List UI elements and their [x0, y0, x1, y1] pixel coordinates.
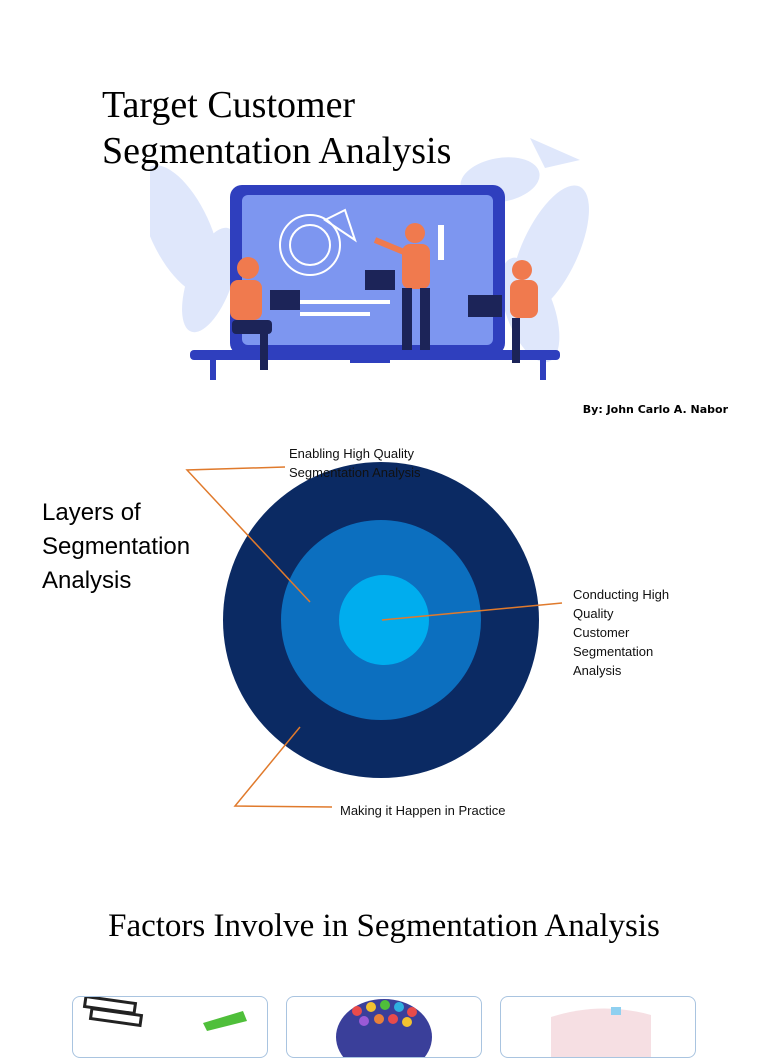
map-icon — [551, 1007, 651, 1057]
callout-outer-layer: Making it Happen in Practice — [340, 803, 506, 818]
team-analytics-illustration — [150, 138, 589, 380]
layers-heading: Layers of Segmentation Analysis — [42, 496, 242, 598]
layers-heading-line: Analysis — [42, 567, 132, 594]
slide-title: Target Customer Segmentation Analysis — [102, 82, 582, 174]
checklist-icon — [82, 997, 247, 1031]
factor-card-people — [286, 996, 482, 1058]
leader-line-middle — [185, 466, 311, 603]
slide-title-line: Target Customer — [102, 84, 356, 126]
layers-heading-line: Segmentation — [42, 533, 191, 560]
callout-line: Quality — [573, 606, 614, 621]
people-crowd-icon — [336, 999, 432, 1057]
leader-line-inner — [381, 602, 563, 621]
callout-inner-layer: Conducting High Quality Customer Segment… — [573, 585, 703, 680]
concentric-layers-diagram — [185, 462, 563, 808]
layers-heading-line: Layers of — [42, 499, 141, 526]
factors-heading: Factors Involve in Segmentation Analysis — [108, 908, 660, 944]
callout-line: Analysis — [573, 663, 622, 678]
callout-line: Customer — [573, 625, 630, 640]
callout-line: Conducting High — [573, 587, 670, 602]
callout-middle-layer: Enabling High Quality Segmentation Analy… — [289, 444, 421, 482]
slide-title-line: Segmentation Analysis — [102, 130, 452, 172]
callout-line: Segmentation — [573, 644, 654, 659]
author-byline: By: John Carlo A. Nabor — [582, 403, 728, 416]
factor-card-checklist — [72, 996, 268, 1058]
callout-line: Segmentation Analysis — [289, 465, 421, 480]
callout-line: Enabling High Quality — [289, 446, 415, 461]
factor-card-map — [500, 996, 696, 1058]
leader-line-outer — [233, 726, 333, 808]
